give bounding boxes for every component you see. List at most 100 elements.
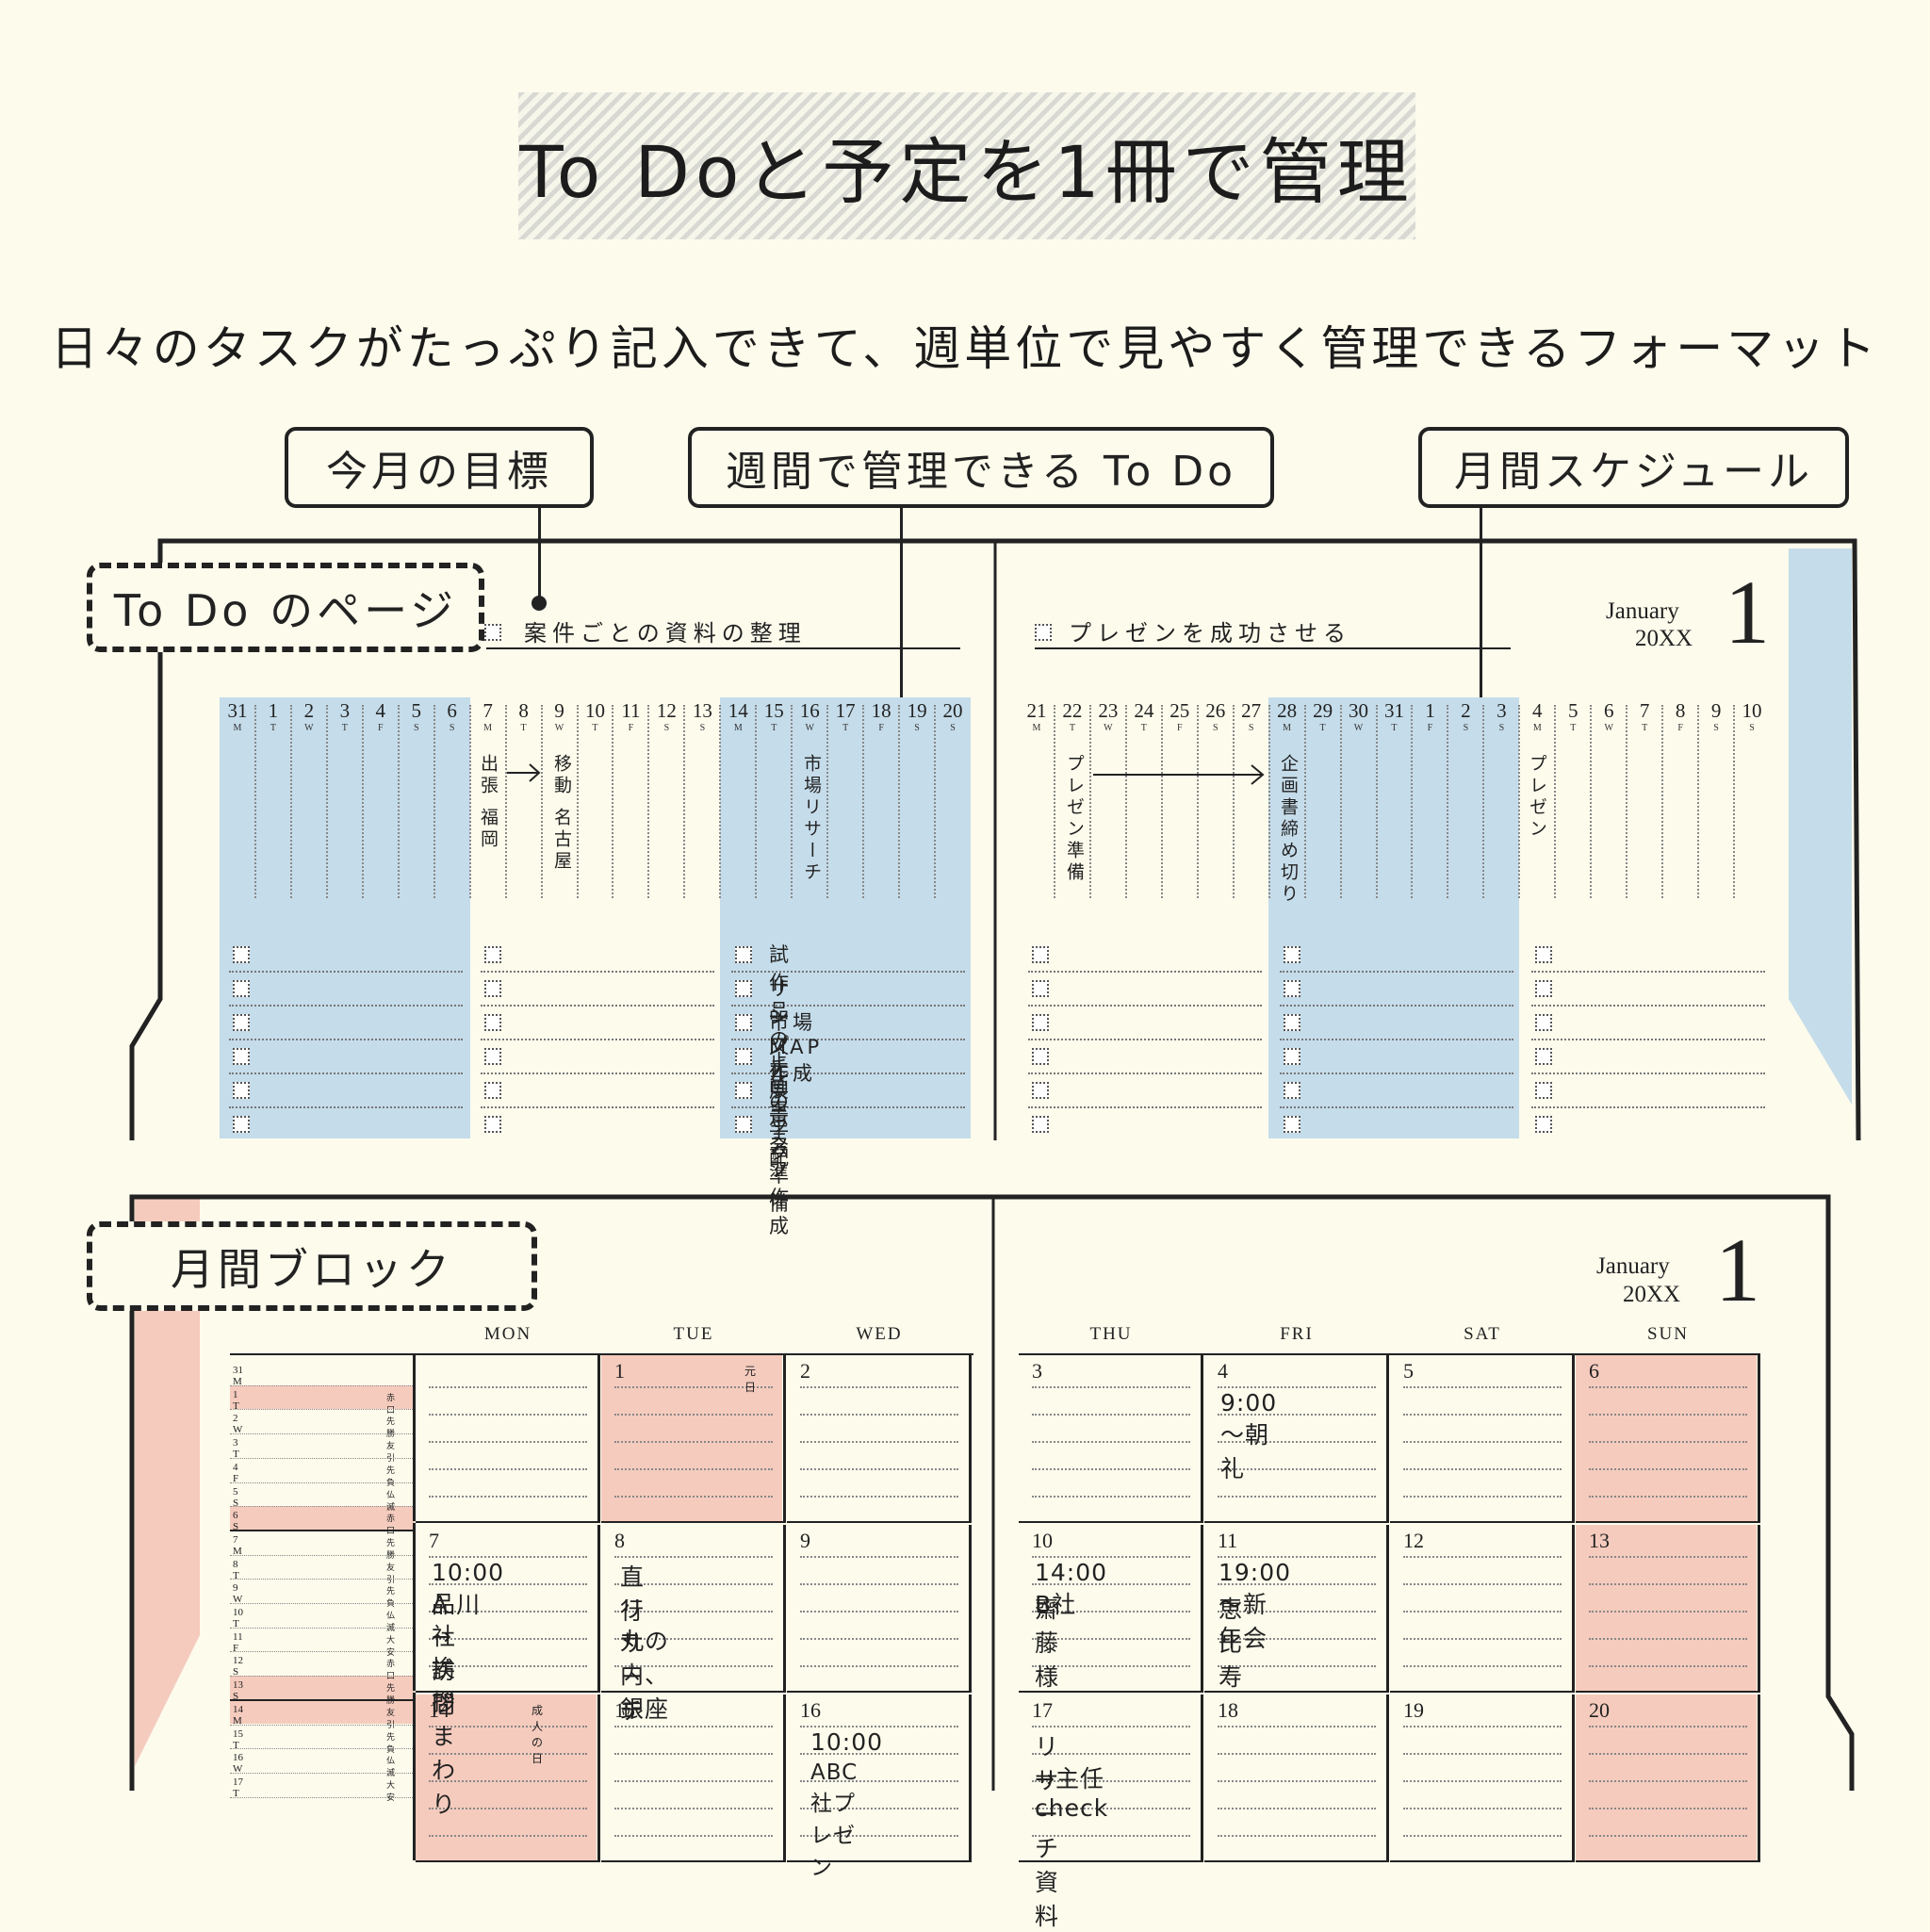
column-separator <box>1661 705 1664 898</box>
cell-writing-line <box>1589 1386 1747 1388</box>
task-checkbox[interactable] <box>1535 1082 1552 1099</box>
task-checkbox[interactable] <box>1284 1082 1300 1099</box>
holiday-label: 元日 <box>744 1365 757 1394</box>
task-checkbox[interactable] <box>1032 1116 1049 1133</box>
cell-writing-line <box>1589 1441 1747 1443</box>
cell-writing-line <box>800 1835 958 1837</box>
task-checkbox[interactable] <box>1284 1014 1300 1031</box>
weekday-letter: S <box>1463 723 1469 733</box>
task-checkbox[interactable] <box>484 946 501 963</box>
title-banner <box>518 92 1415 239</box>
column-separator <box>576 705 579 898</box>
column-separator <box>1160 705 1163 898</box>
cell-writing-line <box>614 1556 773 1558</box>
mini-day: 17 T <box>233 1776 243 1799</box>
mini-row-shade <box>230 1384 415 1410</box>
holiday-label: 成人の日 <box>532 1704 544 1765</box>
task-checkbox[interactable] <box>1535 1116 1552 1133</box>
rokuyo: 大安 <box>386 1780 396 1803</box>
weekday-letter: T <box>592 723 598 733</box>
cell-writing-line <box>614 1835 773 1837</box>
task-checkbox[interactable] <box>735 1048 752 1065</box>
task-checkbox[interactable] <box>1284 1116 1300 1133</box>
task-checkbox[interactable] <box>1284 946 1300 963</box>
task-checkbox[interactable] <box>1032 946 1049 963</box>
page-subtitle: 日々のタスクがたっぷり記入できて、週単位で見やすく管理できるフォーマット <box>50 321 1880 376</box>
task-checkbox[interactable] <box>735 1116 752 1133</box>
cell-writing-line <box>1032 1441 1190 1443</box>
rokuyo: 赤口 <box>386 1660 396 1682</box>
goal-checkbox[interactable] <box>484 624 501 641</box>
cell-writing-line <box>614 1583 773 1585</box>
task-checkbox[interactable] <box>233 1082 250 1099</box>
task-checkbox[interactable] <box>1535 946 1552 963</box>
task-line <box>1280 1071 1513 1074</box>
task-checkbox[interactable] <box>1284 980 1300 997</box>
goal-checkbox[interactable] <box>1035 624 1052 641</box>
date-number: 3 <box>1032 1359 1042 1383</box>
task-checkbox[interactable] <box>233 1014 250 1031</box>
task-checkbox[interactable] <box>735 946 752 963</box>
task-checkbox[interactable] <box>735 1082 752 1099</box>
mini-divider <box>413 1523 416 1691</box>
weekday-letter: W <box>554 723 564 733</box>
task-checkbox[interactable] <box>484 980 501 997</box>
task-line <box>1531 1003 1765 1007</box>
mini-day: 3 T <box>233 1437 239 1461</box>
date-number: 14 <box>429 1698 450 1722</box>
day-number: 3 <box>339 699 351 722</box>
connector-line <box>538 508 541 602</box>
callout-monthly-goal: 今月の目標 <box>285 427 594 508</box>
weekday-letter: T <box>1140 723 1147 733</box>
day-number: 6 <box>447 699 457 722</box>
column-separator <box>755 705 758 898</box>
task-checkbox[interactable] <box>1535 980 1552 997</box>
cell-writing-line <box>429 1665 587 1667</box>
weekday-letter: T <box>1319 723 1326 733</box>
day-number: 1 <box>268 699 279 722</box>
task-checkbox[interactable] <box>1032 980 1049 997</box>
day-number: 25 <box>1169 699 1190 722</box>
task-checkbox[interactable] <box>735 1014 752 1031</box>
task-checkbox[interactable] <box>1032 1048 1049 1065</box>
task-checkbox[interactable] <box>1032 1014 1049 1031</box>
task-line <box>481 1105 714 1108</box>
task-checkbox[interactable] <box>233 946 250 963</box>
day-number: 21 <box>1026 699 1047 722</box>
task-checkbox[interactable] <box>1535 1048 1552 1065</box>
weekday-header: WED <box>856 1324 903 1344</box>
task-checkbox[interactable] <box>735 980 752 997</box>
task-checkbox[interactable] <box>233 1116 250 1133</box>
task-checkbox[interactable] <box>484 1116 501 1133</box>
connector-line <box>1480 508 1482 795</box>
column-separator <box>1053 705 1055 898</box>
task-checkbox[interactable] <box>484 1014 501 1031</box>
rokuyo: 先負 <box>386 1587 396 1610</box>
task-checkbox[interactable] <box>1284 1048 1300 1065</box>
mini-row-line <box>230 1748 415 1750</box>
mini-row-line <box>230 1506 415 1508</box>
weekday-letter: F <box>1677 723 1683 733</box>
task-checkbox[interactable] <box>233 1048 250 1065</box>
weekday-header: MON <box>483 1324 532 1344</box>
day-number: 5 <box>1568 699 1578 722</box>
task-checkbox[interactable] <box>484 1082 501 1099</box>
callout-monthly-schedule: 月間スケジュール <box>1418 427 1849 508</box>
cell-divider <box>1572 1355 1575 1521</box>
cell-writing-line <box>1032 1468 1190 1470</box>
task-checkbox[interactable] <box>233 980 250 997</box>
cell-writing-line <box>614 1496 773 1498</box>
task-checkbox[interactable] <box>484 1048 501 1065</box>
cell-divider <box>783 1695 786 1860</box>
task-checkbox[interactable] <box>1032 1082 1049 1099</box>
task-checkbox[interactable] <box>1535 1014 1552 1031</box>
cell-writing-line <box>1589 1611 1747 1613</box>
cell-writing-line <box>1403 1556 1562 1558</box>
day-number: 7 <box>1639 699 1650 722</box>
